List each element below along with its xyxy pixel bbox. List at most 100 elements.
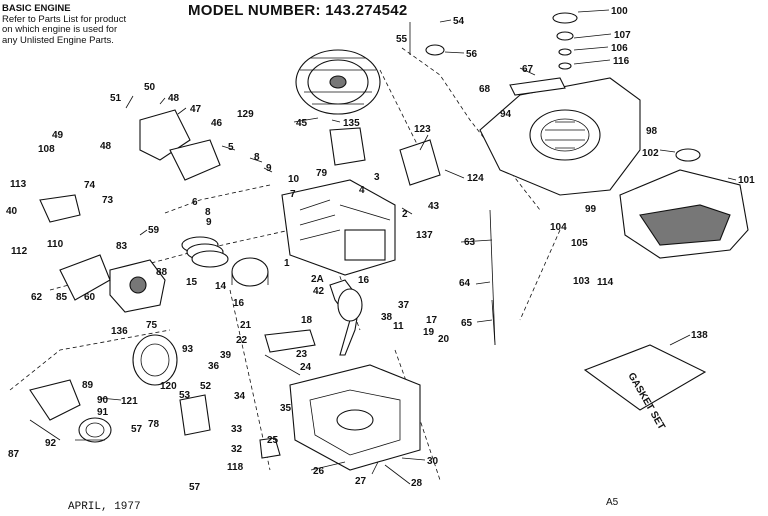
part-label: 137 [416, 230, 433, 241]
part-label: 9 [206, 217, 212, 228]
part-label: 19 [423, 327, 435, 338]
part-label: 83 [116, 241, 128, 252]
part-label: 42 [313, 286, 325, 297]
part-label: 35 [280, 403, 292, 414]
part-label: 34 [234, 391, 246, 402]
part-label: 121 [121, 396, 138, 407]
part-label: 49 [52, 130, 64, 141]
part-label: 5 [228, 142, 234, 153]
part-label: 104 [550, 222, 567, 233]
part-label: 8 [254, 152, 260, 163]
part-label: 33 [231, 424, 243, 435]
part-label: 48 [100, 141, 112, 152]
part-label: 10 [288, 174, 300, 185]
muffler [132, 334, 178, 386]
part-label: 6 [192, 197, 198, 208]
cylinder-block [281, 179, 396, 276]
basic-engine-note: BASIC ENGINE Refer to Parts List for pro… [2, 3, 127, 46]
carburetor [109, 259, 166, 313]
leader-lines [29, 9, 737, 485]
part-label: 91 [97, 407, 109, 418]
part-label: 79 [316, 168, 328, 179]
part-label: 124 [467, 173, 484, 184]
blower-housing [479, 77, 641, 196]
part-label: 55 [396, 34, 408, 45]
part-label: 23 [296, 349, 308, 360]
part-label: 108 [38, 144, 55, 155]
part-label: 7 [290, 189, 296, 200]
part-label: 73 [102, 195, 114, 206]
part-label: 135 [343, 118, 360, 129]
part-label: 103 [573, 276, 590, 287]
part-label: 138 [691, 330, 708, 341]
part-label: 27 [355, 476, 367, 487]
part-label: 1 [284, 258, 290, 269]
part-label: 85 [56, 292, 68, 303]
part-label: 113 [10, 179, 27, 190]
part-label: 65 [461, 318, 473, 329]
part-label: 22 [236, 335, 248, 346]
part-label: 54 [453, 16, 465, 27]
part-label: 2 [402, 209, 408, 220]
part-label: 78 [148, 419, 160, 430]
part-label: 116 [613, 56, 630, 67]
part-label: 48 [168, 93, 180, 104]
air-cleaner [29, 379, 112, 443]
part-label: 53 [179, 390, 191, 401]
part-label: 38 [381, 312, 393, 323]
part-label: 21 [240, 320, 252, 331]
part-label: 17 [426, 315, 438, 326]
part-label: 67 [522, 64, 534, 75]
part-label: 8 [205, 207, 211, 218]
date-footer: APRIL, 1977 [68, 501, 141, 513]
part-label: 30 [427, 456, 439, 467]
crankshaft [329, 279, 363, 356]
part-label: 43 [428, 201, 440, 212]
part-label: 62 [31, 292, 43, 303]
part-label: 92 [45, 438, 57, 449]
part-label: 15 [186, 277, 198, 288]
part-label: 100 [611, 6, 628, 17]
part-label: 50 [144, 82, 156, 93]
note-line-3: any Unlisted Engine Parts. [2, 34, 114, 46]
part-label: 51 [110, 93, 122, 104]
part-label: 3 [374, 172, 380, 183]
part-label: 26 [313, 466, 325, 477]
part-label: 36 [208, 361, 220, 372]
part-label: 47 [190, 104, 202, 115]
part-label: 110 [47, 239, 64, 250]
part-label: 9 [266, 163, 272, 174]
part-label: 90 [97, 395, 109, 406]
part-label: 16 [233, 298, 245, 309]
part-label: 102 [642, 148, 659, 159]
part-label: 14 [215, 281, 227, 292]
part-label: 24 [300, 362, 312, 373]
part-label: 87 [8, 449, 20, 460]
gasket-set-card: GASKET SET [583, 344, 707, 432]
part-label: 18 [301, 315, 313, 326]
part-label: 20 [438, 334, 450, 345]
basic-engine-heading: BASIC ENGINE [2, 3, 71, 14]
part-label: 46 [211, 118, 223, 129]
part-label: 2A [311, 274, 324, 285]
part-label: 68 [479, 84, 491, 95]
part-label: 99 [585, 204, 597, 215]
piston-rings [181, 236, 229, 268]
part-label: 120 [160, 381, 177, 392]
note-line-1: Refer to Parts List for product [2, 13, 127, 25]
part-label: 64 [459, 278, 471, 289]
part-label: 93 [182, 344, 194, 355]
part-label: 25 [267, 435, 279, 446]
part-label: 39 [220, 350, 232, 361]
part-label: 52 [200, 381, 212, 392]
part-label: 74 [84, 180, 96, 191]
part-label: 56 [466, 49, 478, 60]
part-label: 57 [189, 482, 201, 493]
part-label: 89 [82, 380, 94, 391]
note-line-2: on which engine is used for [2, 24, 118, 35]
part-label: 101 [738, 175, 755, 186]
part-label: 45 [296, 118, 308, 129]
part-label: 59 [148, 225, 160, 236]
part-label: 129 [237, 109, 254, 120]
part-label: 88 [156, 267, 168, 278]
